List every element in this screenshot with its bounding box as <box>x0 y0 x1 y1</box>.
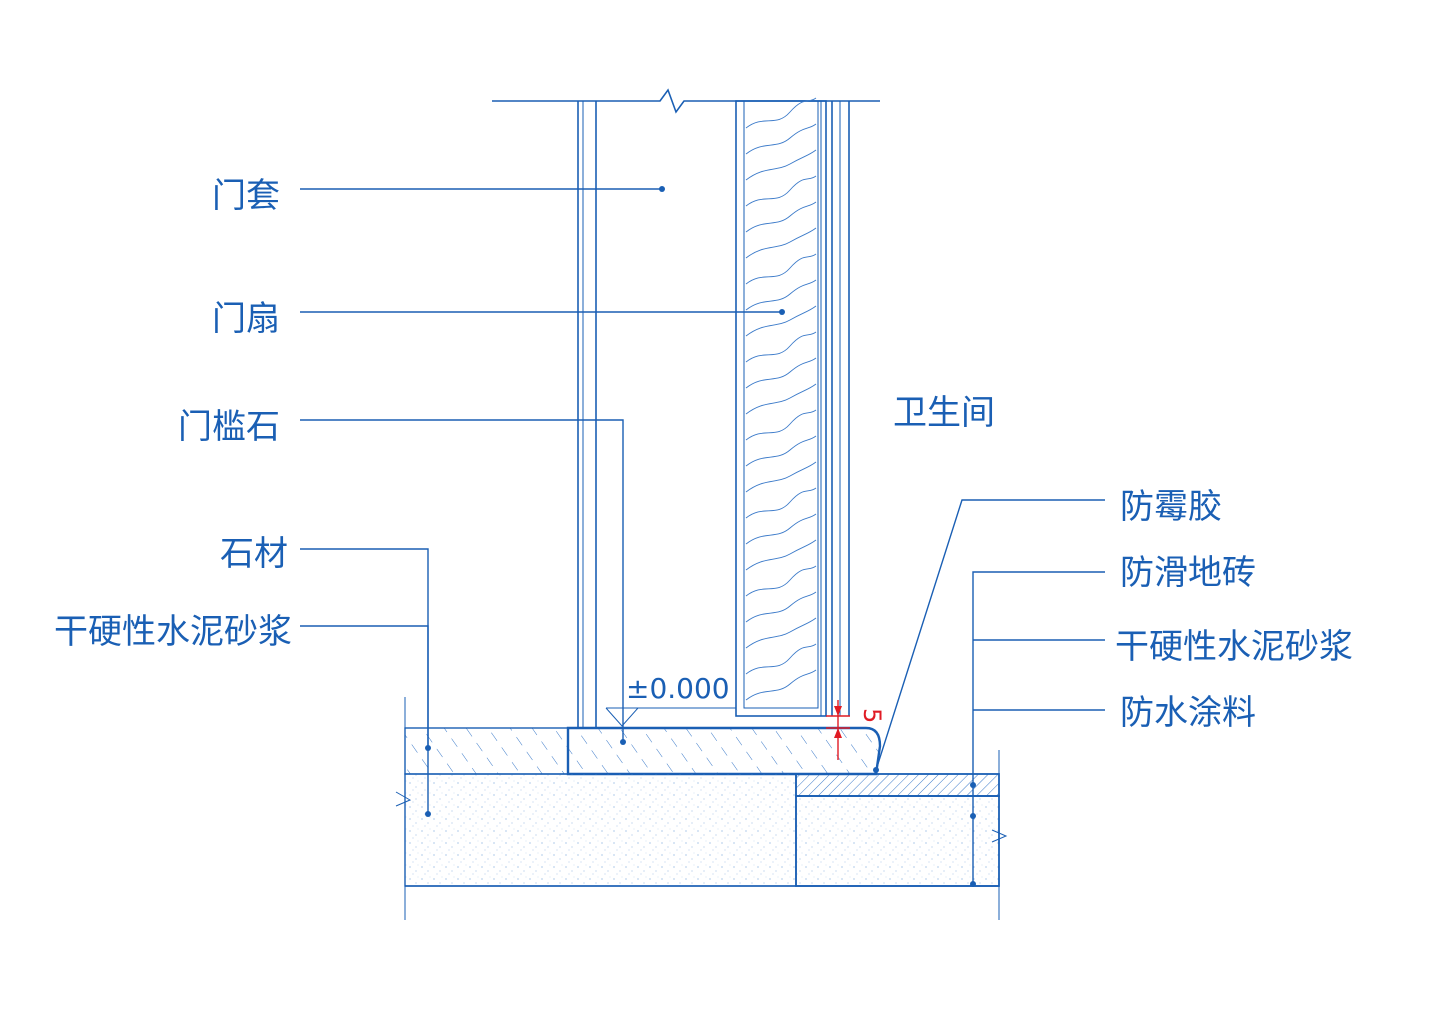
label-door-leaf: 门扇 <box>212 299 280 339</box>
mortar-layer-left <box>404 773 797 887</box>
wood-grain-line <box>745 409 817 441</box>
wood-grain-line <box>745 669 817 701</box>
label-waterproof-coating: 防水涂料 <box>1120 693 1256 733</box>
wood-grain-line <box>745 435 817 467</box>
label-mildew-sealant: 防霉胶 <box>1120 487 1222 527</box>
wood-grain-line <box>745 123 817 155</box>
wood-grain-line <box>745 279 817 311</box>
dimension-text: 5 <box>858 708 886 723</box>
wood-grain-line <box>745 97 817 129</box>
wood-grain-line <box>745 227 817 259</box>
leader-mortar-right <box>970 639 1105 819</box>
leader-mortar-left <box>300 625 431 817</box>
label-antislip-tile: 防滑地砖 <box>1120 553 1256 593</box>
wood-grain-line <box>745 643 817 675</box>
wood-grain-line <box>745 305 817 337</box>
label-door-casing: 门套 <box>212 176 280 216</box>
leader-mildew-sealant <box>873 499 1105 773</box>
threshold-stone-element <box>566 726 882 776</box>
wood-grain-line <box>745 149 817 181</box>
wood-grain-line <box>745 591 817 623</box>
wood-grain-line <box>745 461 817 493</box>
stone-layer <box>404 727 569 775</box>
wood-grain-pattern <box>745 97 817 701</box>
wood-grain-line <box>745 201 817 233</box>
leader-door-casing <box>300 186 665 192</box>
wood-grain-line <box>745 617 817 649</box>
top-break-line <box>492 88 880 114</box>
wood-grain-line <box>745 175 817 207</box>
wood-grain-line <box>745 539 817 571</box>
section-boundary-lines <box>395 697 1008 920</box>
dimension-marker: 5 <box>826 700 886 760</box>
leader-waterproof-coating <box>970 709 1105 887</box>
label-mortar-left: 干硬性水泥砂浆 <box>54 612 292 652</box>
room-label: 卫生间 <box>893 393 995 433</box>
wood-grain-line <box>745 487 817 519</box>
wood-grain-line <box>745 513 817 545</box>
door-leaf-element <box>735 97 850 717</box>
leader-door-leaf <box>300 309 785 315</box>
wood-grain-line <box>745 565 817 597</box>
wood-grain-line <box>745 331 817 363</box>
leader-stone <box>300 548 431 751</box>
label-stone: 石材 <box>220 534 288 574</box>
antislip-tile-layer <box>795 773 1000 797</box>
leader-threshold-stone <box>300 419 626 745</box>
door-casing-element <box>577 101 597 728</box>
leader-antislip-tile <box>970 571 1105 885</box>
mortar-layer-right <box>795 795 1000 887</box>
elevation-text: ±0.000 <box>626 672 730 705</box>
wood-grain-line <box>745 253 817 285</box>
wood-grain-line <box>745 357 817 389</box>
label-mortar-right: 干硬性水泥砂浆 <box>1115 627 1353 667</box>
label-threshold-stone: 门槛石 <box>178 407 280 447</box>
wood-grain-line <box>745 383 817 415</box>
elevation-marker: ±0.000 <box>605 672 730 727</box>
